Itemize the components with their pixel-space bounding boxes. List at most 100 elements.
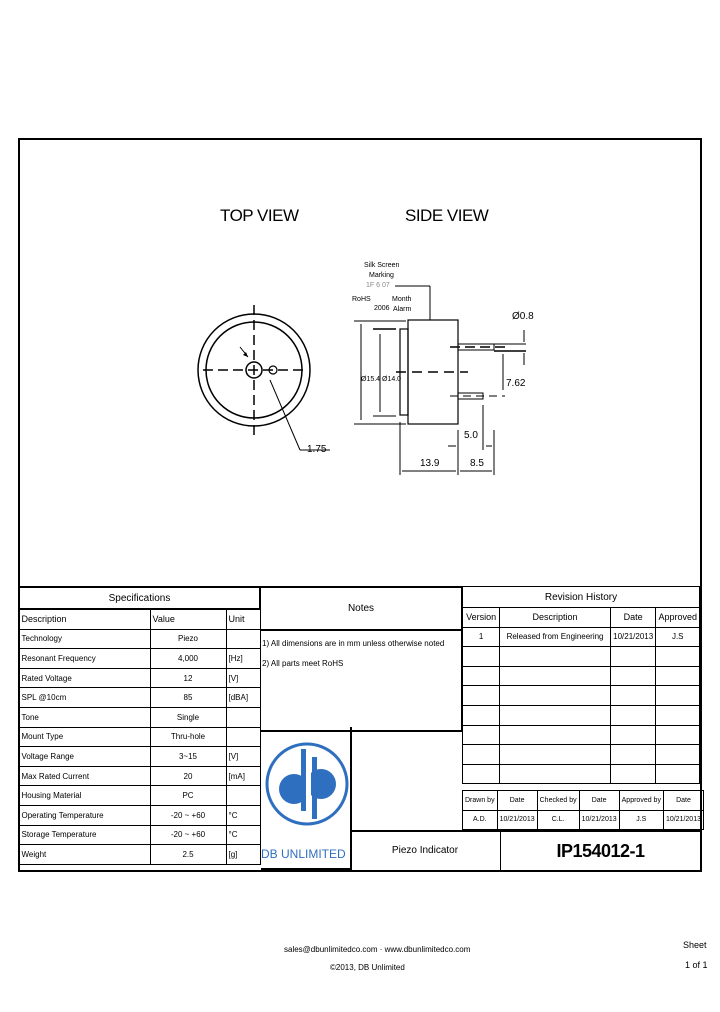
side-view-drawing	[354, 285, 526, 475]
revision-cell	[499, 724, 611, 746]
signoff-value: 10/21/2013	[578, 809, 620, 831]
spec-value: 3~15	[149, 746, 227, 767]
spec-description: Mount Type	[18, 726, 151, 748]
revision-cell	[609, 685, 657, 706]
rev-header-description: Description	[499, 607, 611, 628]
revision-row	[461, 704, 700, 726]
revision-cell	[499, 744, 611, 765]
body-length: 13.9	[420, 458, 440, 469]
spec-row: Operating Temperature-20 ~ +60°C	[18, 804, 261, 826]
note-item: 1) All dimensions are in mm unless other…	[262, 639, 445, 648]
revision-cell: J.S	[655, 626, 700, 648]
part-number: IP154012-1	[501, 830, 702, 872]
revision-row	[461, 665, 700, 687]
spec-unit	[225, 706, 261, 728]
revision-history-table: Revision History Version Description Dat…	[461, 586, 700, 785]
signoff-header: Date	[496, 790, 538, 811]
revision-cell	[655, 665, 700, 687]
specifications-title: Specifications	[18, 586, 261, 610]
rev-header-approved: Approved	[655, 607, 700, 628]
revision-cell	[461, 763, 501, 785]
spec-description: Tone	[18, 706, 151, 728]
signoff-header: Date	[662, 790, 705, 811]
revision-cell	[655, 724, 700, 746]
logo-text: DB UNLIMITED	[261, 847, 346, 861]
revision-cell	[609, 724, 657, 746]
revision-cell	[609, 744, 657, 765]
sheet-label: Sheet	[683, 940, 707, 950]
spec-description: Rated Voltage	[18, 667, 151, 689]
spec-value: Thru-hole	[149, 726, 227, 748]
part-name: Piezo Indicator	[350, 830, 501, 872]
revision-cell	[499, 685, 611, 706]
month-label: Month	[392, 296, 412, 303]
sheet-value: 1 of 1	[685, 960, 708, 970]
notes-panel: Notes 1) All dimensions are in mm unless…	[261, 586, 463, 732]
silk-screen-label: Silk Screen	[364, 262, 400, 269]
spec-value: 20	[149, 765, 227, 787]
revision-cell	[461, 724, 501, 746]
signoff-value: J.S	[618, 809, 664, 831]
spec-description: SPL @10cm	[18, 687, 151, 708]
spec-value: 12	[149, 667, 227, 689]
specifications-table: Specifications Description Value Unit Te…	[18, 586, 261, 865]
top-view-drawing	[197, 305, 330, 451]
hole-dimension: 1.75	[307, 444, 327, 455]
signoff-value: 10/21/2013	[662, 809, 705, 831]
revision-row	[461, 646, 700, 667]
spec-unit	[225, 726, 261, 748]
revision-cell	[461, 685, 501, 706]
spec-unit: [V]	[225, 667, 261, 689]
revision-cell	[609, 704, 657, 726]
pin-spacing: 7.62	[506, 378, 526, 389]
revision-cell: 1	[461, 626, 501, 648]
signoff-header: Approved by	[618, 790, 664, 811]
revision-cell	[609, 665, 657, 687]
spec-description: Storage Temperature	[18, 824, 151, 846]
revision-cell	[461, 704, 501, 726]
notes-title: Notes	[261, 588, 461, 631]
spec-unit: [mA]	[225, 765, 261, 787]
spec-unit	[225, 628, 261, 650]
copyright: ©2013, DB Unlimited	[330, 963, 405, 972]
alarm-label: Alarm	[393, 306, 412, 313]
revision-cell	[499, 646, 611, 667]
spec-description: Technology	[18, 628, 151, 650]
revision-cell	[461, 646, 501, 667]
marking-label: Marking	[369, 272, 394, 279]
spec-value: -20 ~ +60	[149, 824, 227, 846]
spec-unit: [g]	[225, 844, 261, 865]
db-unlimited-logo	[265, 742, 349, 826]
top-view-title: TOP VIEW	[220, 206, 299, 225]
note-item: 2) All parts meet RoHS	[262, 659, 344, 668]
revision-row	[461, 763, 700, 785]
spec-row: Storage Temperature-20 ~ +60°C	[18, 824, 261, 846]
revision-cell	[609, 646, 657, 667]
spec-unit	[225, 785, 261, 806]
spec-unit: °C	[225, 824, 261, 846]
revision-cell	[655, 763, 700, 785]
rev-header-date: Date	[609, 607, 657, 628]
revision-cell	[655, 744, 700, 765]
signoff-value: 10/21/2013	[496, 809, 538, 831]
revision-cell	[655, 646, 700, 667]
spec-header-description: Description	[18, 608, 151, 630]
rohs-label: RoHS	[352, 296, 371, 303]
revision-cell	[655, 704, 700, 726]
spec-value: 4,000	[149, 648, 227, 669]
outer-diameter: Ø15.4	[361, 376, 381, 383]
spec-description: Weight	[18, 844, 151, 865]
signoff-value: A.D.	[462, 809, 498, 831]
pin-diameter: Ø0.8	[512, 311, 534, 322]
spec-unit: [dBA]	[225, 687, 261, 708]
marking-code: 1F 6 07	[366, 282, 390, 289]
spec-unit: °C	[225, 804, 261, 826]
revision-cell	[609, 763, 657, 785]
revision-cell	[655, 685, 700, 706]
